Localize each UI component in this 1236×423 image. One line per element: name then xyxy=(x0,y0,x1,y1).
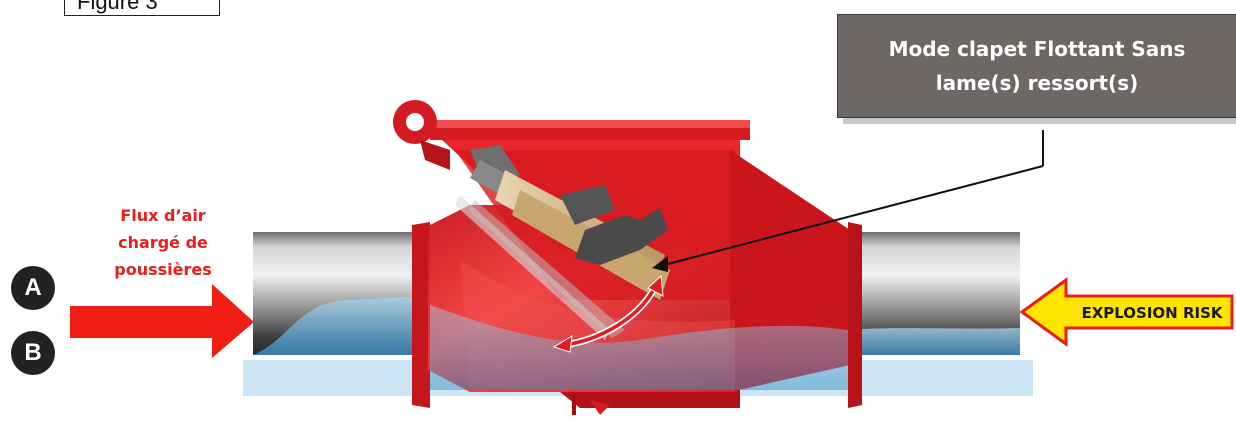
callout-text: Mode clapet Flottant Sans lame(s) ressor… xyxy=(850,32,1224,100)
air-flow-arrow-icon xyxy=(70,284,254,358)
flow-label: Flux d’air chargé de poussières xyxy=(98,202,228,283)
badge-a: A xyxy=(11,266,55,310)
explosion-risk-label: EXPLOSION RISK xyxy=(1081,304,1223,322)
badge-b: B xyxy=(11,331,55,375)
outlet-pipe xyxy=(848,232,1020,355)
inlet-pipe xyxy=(253,232,428,355)
explosion-risk-arrow-icon: EXPLOSION RISK xyxy=(1022,280,1232,344)
mode-callout-box: Mode clapet Flottant Sans lame(s) ressor… xyxy=(837,14,1236,118)
